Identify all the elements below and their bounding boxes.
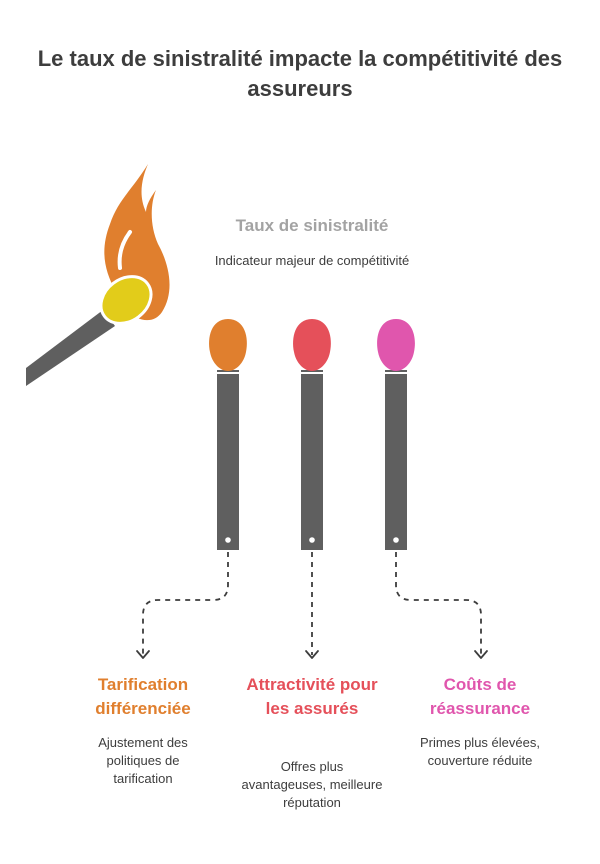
matchstick-3	[377, 319, 415, 550]
matchstick-2-stick	[301, 370, 323, 550]
matchstick-1-stick	[217, 370, 239, 550]
lit-match-stick	[26, 310, 115, 386]
item-1-description: Ajustement des politiques de tarificatio…	[98, 735, 188, 786]
item-2-description: Offres plus avantageuses, meilleure répu…	[241, 759, 383, 810]
connector-3	[395, 552, 482, 655]
arrowhead-1	[136, 650, 150, 659]
lit-match-icon	[26, 164, 170, 386]
item-3-description: Primes plus élevées, couverture réduite	[420, 735, 540, 768]
item-1-label: Tarification différenciée	[95, 675, 191, 718]
matchstick-3-stick	[385, 370, 407, 550]
matchstick-3-head	[377, 319, 415, 371]
central-concept-description: Indicateur majeur de compétitivité	[214, 253, 410, 268]
connector-1	[142, 552, 229, 655]
item-2-label: Attractivité pour les assurés	[246, 675, 378, 718]
item-3-label: Coûts de réassurance	[429, 675, 531, 718]
lit-match-head	[99, 275, 153, 325]
central-concept-title: Taux de sinistralité	[235, 216, 389, 235]
arrowhead-2	[305, 650, 319, 659]
page-title: Le taux de sinistralité impacte la compé…	[37, 46, 563, 101]
arrowhead-3	[474, 650, 488, 659]
matchstick-3-dot	[393, 537, 399, 543]
matchstick-1	[209, 319, 247, 550]
matchstick-2-head	[293, 319, 331, 371]
matchstick-1-head	[209, 319, 247, 371]
matchstick-2-dot	[309, 537, 315, 543]
flame-highlight	[117, 230, 132, 270]
matchstick-1-dot	[225, 537, 231, 543]
matchstick-2	[293, 319, 331, 550]
